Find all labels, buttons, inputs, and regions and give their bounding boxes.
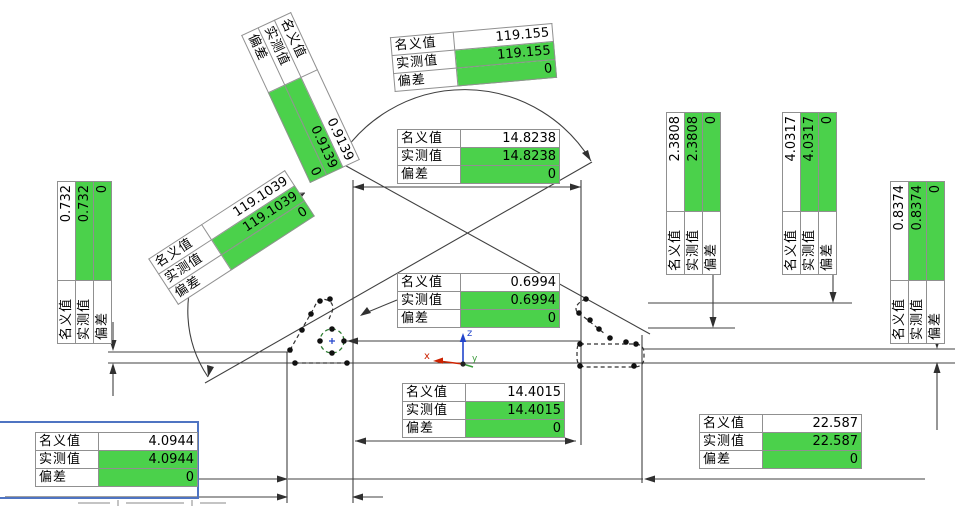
nominal-label: 名义值 (890, 280, 909, 344)
measurement-points (287, 296, 639, 369)
clipped-bottom-annotation (78, 500, 226, 506)
measured-label: 实测值 (684, 211, 703, 275)
deviation-value: 0 (465, 419, 565, 438)
measured-value: 2.3808 (684, 112, 703, 212)
deviation-value: 0 (818, 112, 837, 212)
axis-origin (460, 361, 466, 367)
x-axis-arrow (433, 357, 443, 364)
deviation-label: 偏差 (402, 419, 466, 438)
nominal-value: 14.4015 (465, 383, 565, 402)
nominal-value: 22.587 (762, 414, 862, 433)
angle-extension-line (204, 161, 593, 384)
z-axis-arrow (459, 333, 467, 342)
deviation-label: 偏差 (397, 165, 461, 184)
nominal-value: 14.8238 (460, 129, 560, 148)
callout-dim-0.6994[interactable]: 名义值 0.6994 实测值 0.6994 偏差 0 (397, 273, 560, 328)
callout-dim-14.4015[interactable]: 名义值 14.4015 实测值 14.4015 偏差 0 (402, 383, 565, 438)
measured-label: 实测值 (908, 280, 927, 344)
measured-label: 实测值 (397, 291, 461, 310)
measured-label: 实测值 (397, 147, 461, 166)
nominal-value: 0.8374 (890, 181, 909, 281)
callout-dim-0.732[interactable]: 名义值 0.732 实测值 0.732 偏差 0 (57, 181, 112, 344)
z-axis-label: z (467, 328, 472, 339)
callout-dim-0.8374[interactable]: 名义值 0.8374 实测值 0.8374 偏差 0 (890, 181, 945, 344)
deviation-label: 偏差 (93, 280, 112, 344)
y-axis-label: y (472, 354, 478, 364)
deviation-value: 0 (460, 165, 560, 184)
measured-value: 4.0317 (800, 112, 819, 212)
deviation-label: 偏差 (699, 450, 763, 469)
measured-label: 实测值 (402, 401, 466, 420)
measured-label: 实测值 (699, 432, 763, 451)
nominal-label: 名义值 (397, 273, 461, 292)
deviation-value: 0 (98, 468, 198, 487)
nominal-value: 0.6994 (460, 273, 560, 292)
nominal-value: 2.3808 (666, 112, 685, 212)
deviation-value: 0 (762, 450, 862, 469)
measured-value: 4.0944 (98, 450, 198, 469)
deviation-label: 偏差 (35, 468, 99, 487)
deviation-label: 偏差 (397, 309, 461, 328)
measured-value: 22.587 (762, 432, 862, 451)
deviation-value: 0 (702, 112, 721, 212)
nominal-label: 名义值 (35, 432, 99, 451)
callout-dim-4.0944[interactable]: 名义值 4.0944 实测值 4.0944 偏差 0 (35, 432, 198, 487)
nominal-value: 4.0944 (98, 432, 198, 451)
measured-label: 实测值 (35, 450, 99, 469)
deviation-label: 偏差 (926, 280, 945, 344)
callout-dim-22.587[interactable]: 名义值 22.587 实测值 22.587 偏差 0 (699, 414, 862, 469)
x-axis-label: x (424, 351, 430, 362)
callout-dim-2.3808[interactable]: 名义值 2.3808 实测值 2.3808 偏差 0 (666, 112, 721, 275)
measured-value: 14.8238 (460, 147, 560, 166)
nominal-label: 名义值 (782, 211, 801, 275)
measured-value: 0.732 (75, 181, 94, 281)
circle-center-mark (329, 338, 335, 344)
nominal-label: 名义值 (57, 280, 76, 344)
measured-label: 实测值 (75, 280, 94, 344)
deviation-label: 偏差 (702, 211, 721, 275)
measured-value: 0.6994 (460, 291, 560, 310)
measured-value: 14.4015 (465, 401, 565, 420)
deviation-label: 偏差 (818, 211, 837, 275)
nominal-label: 名义值 (402, 383, 466, 402)
measured-value: 0.8374 (908, 181, 927, 281)
selection-highlight (0, 421, 199, 499)
nominal-value: 0.732 (57, 181, 76, 281)
axis-triad: z x y (424, 328, 478, 368)
nominal-label: 名义值 (397, 129, 461, 148)
deviation-value: 0 (460, 309, 560, 328)
deviation-value: 0 (93, 181, 112, 281)
nominal-label: 名义值 (666, 211, 685, 275)
callout-dim-4.0317[interactable]: 名义值 4.0317 实测值 4.0317 偏差 0 (782, 112, 837, 275)
nominal-label: 名义值 (699, 414, 763, 433)
arc-dimension-119.155 (338, 89, 592, 162)
nominal-value: 4.0317 (782, 112, 801, 212)
callout-dim-14.8238[interactable]: 名义值 14.8238 实测值 14.8238 偏差 0 (397, 129, 560, 184)
measured-label: 实测值 (800, 211, 819, 275)
angle-extension-line (338, 161, 651, 335)
deviation-value: 0 (926, 181, 945, 281)
